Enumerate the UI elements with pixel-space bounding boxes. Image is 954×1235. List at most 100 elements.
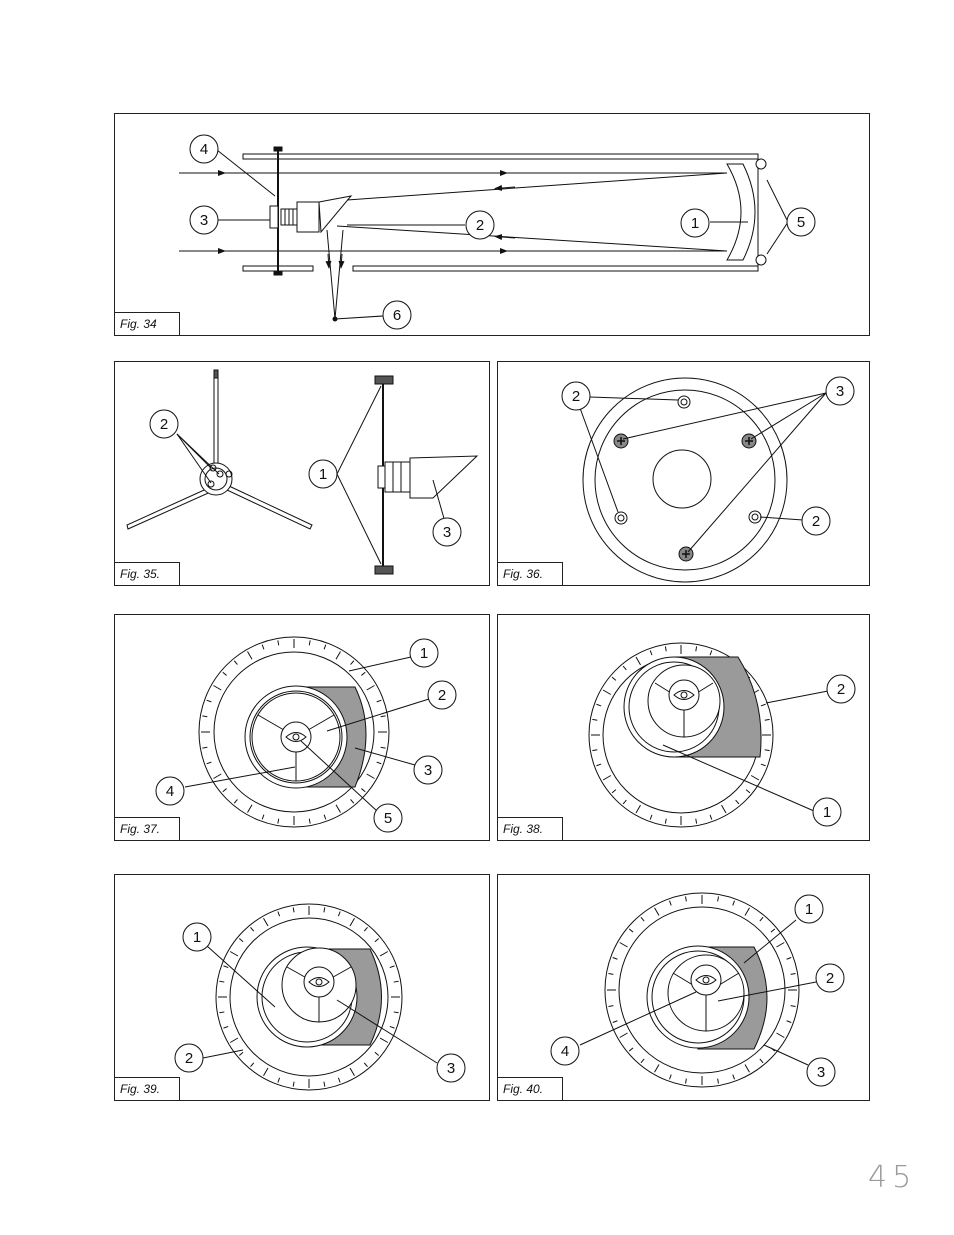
scale-tick bbox=[732, 1074, 735, 1080]
scale-tick bbox=[685, 896, 687, 902]
scale-tick bbox=[213, 773, 222, 779]
scale-tick bbox=[612, 1020, 618, 1023]
callout-label: 2 bbox=[185, 1050, 193, 1067]
scale-tick bbox=[628, 1047, 634, 1052]
callout-label: 1 bbox=[319, 466, 327, 483]
scale-tick bbox=[335, 651, 341, 660]
collimation-view-diagram: 1 2 3 4 5 bbox=[155, 636, 457, 833]
callout-label: 3 bbox=[447, 1060, 455, 1077]
scale-tick bbox=[247, 804, 253, 813]
scale-tick bbox=[292, 1081, 295, 1087]
callout-label: 6 bbox=[393, 307, 401, 324]
scale-tick bbox=[602, 775, 612, 781]
scale-tick bbox=[350, 799, 355, 804]
callout-label: 5 bbox=[797, 214, 805, 231]
scale-tick bbox=[635, 656, 641, 666]
scale-tick bbox=[379, 1037, 389, 1043]
scale-tick bbox=[308, 640, 311, 646]
callout-label: 4 bbox=[166, 783, 174, 800]
scale-tick bbox=[380, 715, 386, 718]
scale-tick bbox=[323, 644, 327, 650]
scale-tick bbox=[349, 917, 355, 927]
scale-tick bbox=[350, 660, 355, 665]
scale-tick bbox=[213, 685, 222, 691]
scale-tick bbox=[619, 942, 628, 948]
scale-tick bbox=[376, 699, 382, 703]
scale-tick bbox=[709, 814, 713, 820]
callout-label: 4 bbox=[561, 1043, 569, 1060]
figure-35: 2 1 3 Fig. 35. bbox=[114, 361, 490, 586]
scale-tick bbox=[233, 660, 238, 665]
scale-tick bbox=[238, 938, 244, 943]
callout-label: 1 bbox=[193, 929, 201, 946]
scale-tick bbox=[640, 1058, 645, 1064]
figure-39: 1 2 3 Fig. 39. bbox=[114, 874, 490, 1101]
scale-tick bbox=[695, 646, 698, 652]
callout-label: 3 bbox=[443, 524, 451, 541]
scale-tick bbox=[596, 703, 602, 707]
scale-tick bbox=[238, 1051, 244, 1056]
scale-tick bbox=[619, 1032, 628, 1038]
callout-label: 2 bbox=[572, 388, 580, 405]
mirror-cell-diagram: 2 3 2 bbox=[561, 376, 855, 583]
scale-tick bbox=[786, 957, 792, 960]
scale-tick bbox=[611, 676, 617, 681]
scale-tick bbox=[764, 749, 770, 752]
scale-tick bbox=[776, 942, 785, 948]
scale-tick bbox=[250, 926, 255, 932]
scale-tick bbox=[732, 900, 735, 906]
figure-label: Fig. 34 bbox=[114, 312, 180, 336]
scale-tick bbox=[393, 980, 399, 983]
callout-label: 2 bbox=[812, 513, 820, 530]
scale-tick bbox=[628, 928, 634, 933]
scale-tick bbox=[717, 1078, 719, 1084]
scale-tick bbox=[277, 1077, 281, 1083]
scale-tick bbox=[669, 1074, 672, 1080]
figure-36: 2 3 2 Fig. 36. bbox=[497, 361, 870, 586]
scale-tick bbox=[223, 1025, 229, 1029]
scale-tick bbox=[685, 1078, 687, 1084]
scale-tick bbox=[759, 1058, 764, 1064]
scale-tick bbox=[760, 763, 766, 767]
callout-label: 3 bbox=[836, 383, 844, 400]
scale-tick bbox=[361, 788, 366, 793]
collimation-view-diagram: 2 1 bbox=[588, 642, 856, 828]
scale-tick bbox=[735, 799, 740, 805]
scale-tick bbox=[349, 1067, 355, 1077]
scale-tick bbox=[709, 650, 713, 656]
scale-tick bbox=[649, 814, 653, 820]
scale-tick bbox=[376, 761, 382, 765]
scale-tick bbox=[323, 814, 327, 820]
scale-tick bbox=[592, 749, 598, 752]
scale-tick bbox=[202, 746, 208, 749]
callout-label: 1 bbox=[420, 645, 428, 662]
scale-tick bbox=[596, 763, 602, 767]
scale-tick bbox=[750, 775, 760, 781]
scale-tick bbox=[277, 640, 280, 646]
callout-label: 2 bbox=[826, 970, 834, 987]
callout-circles bbox=[189, 134, 816, 330]
spider-vane-diagram: 2 1 3 bbox=[126, 369, 479, 575]
scale-tick bbox=[640, 916, 645, 922]
scale-tick bbox=[790, 1005, 796, 1007]
scale-tick bbox=[664, 818, 667, 824]
callout-label: 1 bbox=[805, 901, 813, 918]
scale-tick bbox=[622, 665, 627, 671]
scale-tick bbox=[250, 1062, 255, 1068]
scale-tick bbox=[760, 703, 766, 707]
scale-tick bbox=[635, 804, 641, 814]
figure-34: 4 3 2 1 5 6 Fig. 34 bbox=[114, 113, 870, 336]
scale-tick bbox=[721, 804, 727, 814]
scale-tick bbox=[379, 951, 389, 957]
callout-label: 4 bbox=[200, 141, 208, 158]
scale-tick bbox=[277, 911, 281, 917]
scale-tick bbox=[219, 980, 225, 983]
scale-tick bbox=[219, 1011, 225, 1014]
scale-tick bbox=[374, 938, 380, 943]
telescope-optical-path-diagram: 4 3 2 1 5 6 bbox=[179, 134, 816, 330]
scale-tick bbox=[654, 1064, 660, 1073]
scale-tick bbox=[337, 911, 341, 917]
scale-tick bbox=[247, 651, 253, 660]
scale-tick bbox=[233, 799, 238, 804]
callout-label: 5 bbox=[384, 810, 392, 827]
